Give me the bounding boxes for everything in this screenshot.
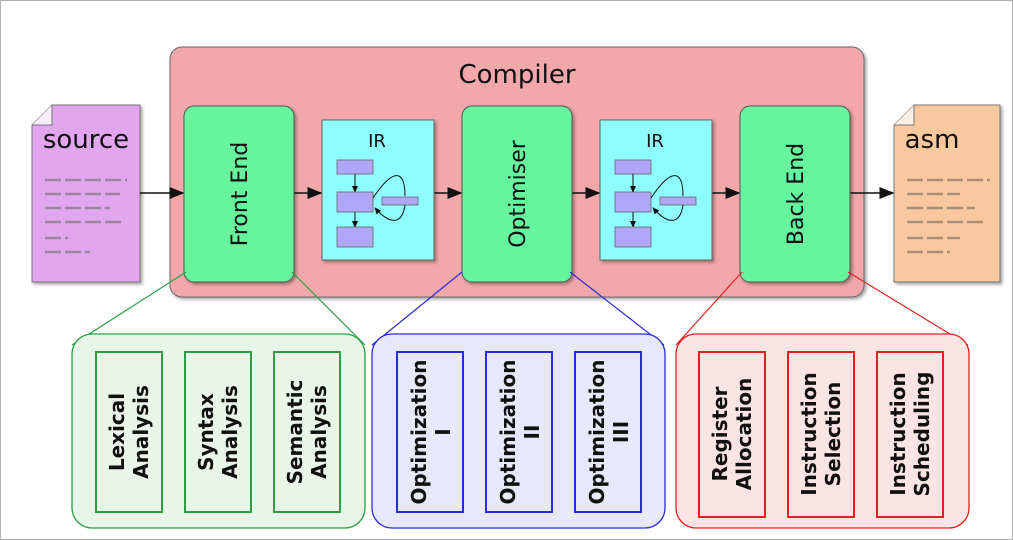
optimization-3-line1: Optimization xyxy=(585,360,609,505)
optimization-2-line1: Optimization xyxy=(496,360,520,505)
instruction-scheduling-box[interactable]: Instruction Scheduling xyxy=(876,351,944,518)
compiler-title: Compiler xyxy=(458,60,575,90)
register-allocation-line2: Allocation xyxy=(732,378,756,491)
optimiser-connectors xyxy=(371,271,665,346)
semantic-analysis-line1: Semantic xyxy=(283,380,307,485)
back-end-label: Back End xyxy=(784,143,809,245)
source-text-lines xyxy=(45,178,127,254)
syntax-analysis-box[interactable]: Syntax Analysis xyxy=(184,351,252,513)
back-end-connectors xyxy=(675,271,969,346)
lexical-analysis-line1: Lexical xyxy=(105,393,129,471)
optimization-1-box[interactable]: Optimization I xyxy=(396,351,464,513)
asm-label: asm xyxy=(905,125,960,155)
semantic-analysis-line2: Analysis xyxy=(307,385,331,479)
syntax-analysis-line1: Syntax xyxy=(194,393,218,471)
optimization-2-line2: II xyxy=(520,425,544,440)
register-allocation-line1: Register xyxy=(708,386,732,481)
optimization-3-box[interactable]: Optimization III xyxy=(574,351,642,513)
optimization-1-line2: I xyxy=(431,428,455,435)
instruction-selection-line2: Selection xyxy=(821,382,845,487)
instruction-selection-line1: Instruction xyxy=(797,372,821,496)
register-allocation-box[interactable]: Register Allocation xyxy=(698,351,766,518)
front-end-label: Front End xyxy=(228,142,253,246)
ir-label-1: IR xyxy=(368,131,386,152)
optimiser-stage[interactable] xyxy=(461,105,573,283)
source-label: source xyxy=(43,125,129,155)
optimization-1-line1: Optimization xyxy=(407,360,431,505)
syntax-analysis-line2: Analysis xyxy=(218,385,242,479)
front-end-connectors xyxy=(71,271,366,346)
back-end-stage[interactable] xyxy=(739,105,851,283)
semantic-analysis-box[interactable]: Semantic Analysis xyxy=(273,351,341,513)
instruction-selection-box[interactable]: Instruction Selection xyxy=(787,351,855,518)
ir-graph-1 xyxy=(336,159,419,248)
front-end-stage[interactable] xyxy=(183,105,295,283)
lexical-analysis-line2: Analysis xyxy=(129,385,153,479)
lexical-analysis-box[interactable]: Lexical Analysis xyxy=(95,351,163,513)
ir-graph-2 xyxy=(614,159,697,248)
optimiser-label: Optimiser xyxy=(506,139,531,248)
asm-text-lines xyxy=(907,178,990,254)
instruction-scheduling-line1: Instruction xyxy=(886,372,910,496)
ir-label-2: IR xyxy=(646,131,664,152)
optimization-3-line2: III xyxy=(609,421,633,443)
instruction-scheduling-line2: Scheduling xyxy=(910,372,934,497)
optimization-2-box[interactable]: Optimization II xyxy=(485,351,553,513)
